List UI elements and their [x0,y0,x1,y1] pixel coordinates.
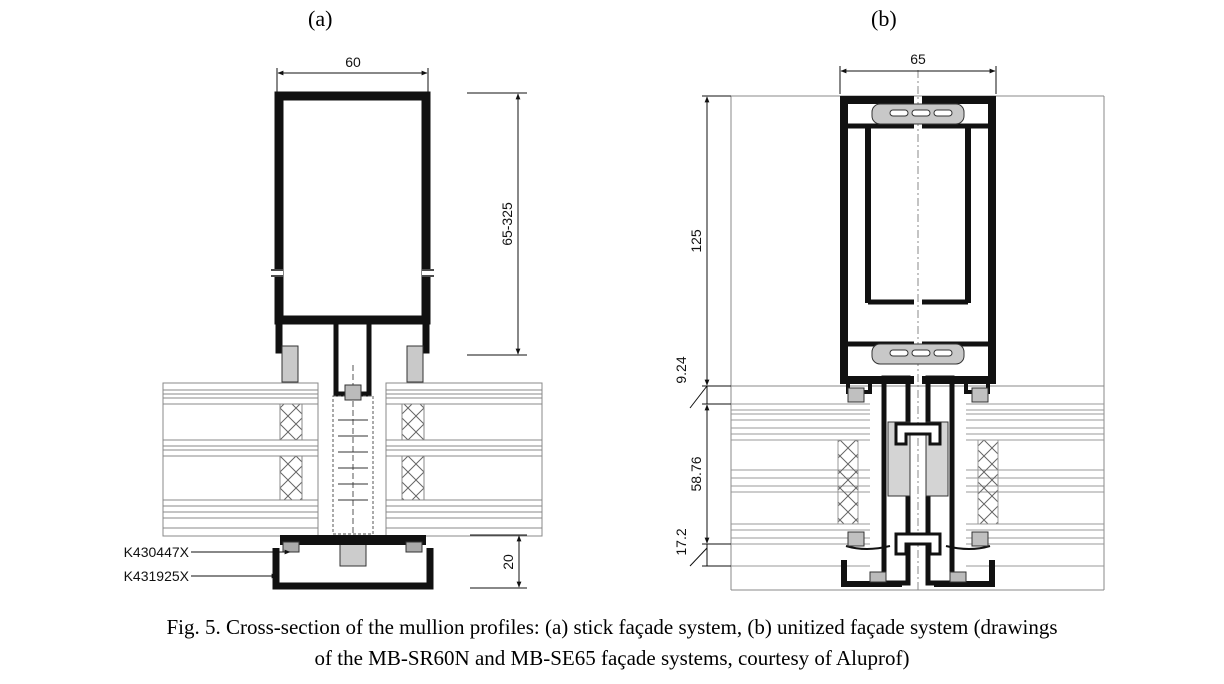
caption-line-2: of the MB-SR60N and MB-SE65 façade syste… [314,646,910,670]
dim-width-text-a: 60 [345,54,361,70]
dim-125-text-b: 125 [688,229,704,253]
part-callouts-a: K430447X K431925X [124,544,291,584]
panel-b-drawing: 65 125 9.24 58.76 17.2 [673,51,1105,592]
drawing-svg: 60 65-325 20 K430447X K431925X [124,51,1105,592]
dim-height-text-a: 65-325 [499,202,515,246]
panel-label-b: (b) [871,6,897,31]
glass-pane-left-b [731,403,870,567]
pressure-plate-a [272,535,434,590]
figure: (a) (b) [124,6,1105,592]
dim-5876-text-b: 58.76 [688,456,704,491]
thermal-break-top-b [871,103,965,125]
frame-lines-b [730,70,1105,592]
caption-line-1: Fig. 5. Cross-section of the mullion pro… [166,615,1058,639]
part-label-k431925x: K431925X [124,568,190,584]
dim-924-text-b: 9.24 [673,356,689,383]
part-label-k430447x: K430447X [124,544,190,560]
dim-width-text-b: 65 [910,51,926,67]
dimension-width-a: 60 [276,54,429,92]
dimension-height-a: 65-325 [467,92,527,356]
thermal-break-mid-b [871,343,965,365]
dim-172-text-b: 17.2 [673,528,689,555]
dimension-bottom-a: 20 [470,534,527,589]
dimension-chain-b [689,95,731,567]
dim-bottom-text-a: 20 [500,554,516,570]
panel-label-a: (a) [308,6,333,31]
mullion-profile-a [271,91,434,397]
figure-caption: Fig. 5. Cross-section of the mullion pro… [0,612,1224,674]
gaskets-lower-b [847,387,989,583]
glass-pane-left-a [162,382,319,537]
panel-a-drawing: 60 65-325 20 K430447X K431925X [124,54,543,590]
glass-pane-right-a [385,382,543,537]
glass-pane-right-b [966,403,1104,567]
dimension-width-b: 65 [839,51,997,94]
